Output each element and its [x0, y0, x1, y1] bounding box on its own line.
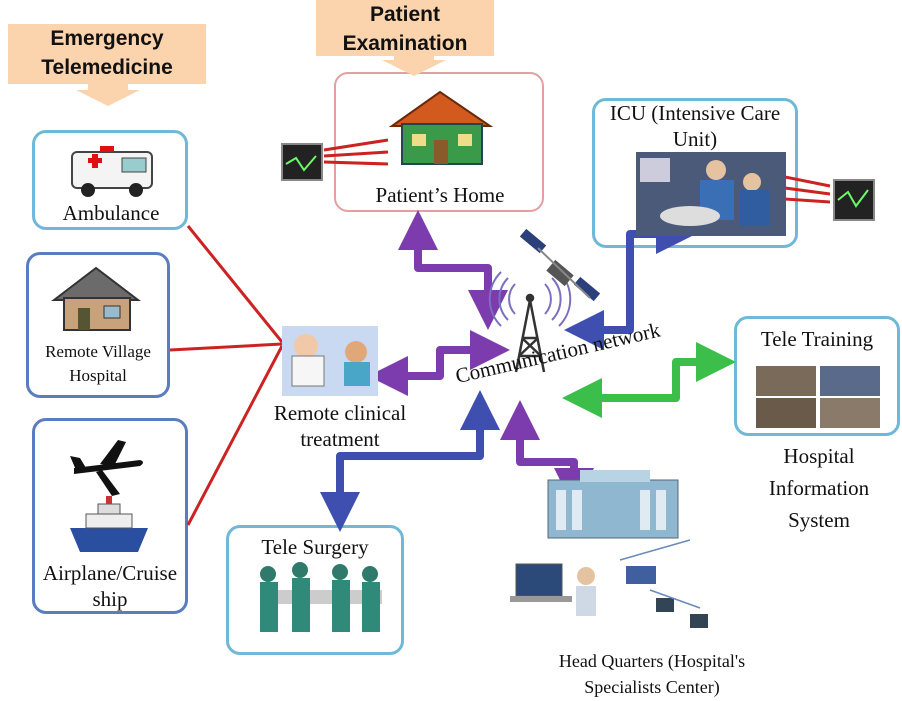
tele-training-label: Tele Training	[760, 327, 874, 351]
patient-home-icon	[388, 90, 494, 165]
icu-label: ICU (Intensive Care Unit)	[609, 101, 781, 151]
emergency-callout-arrow	[76, 84, 140, 106]
his-label: Hospital Information System	[768, 444, 870, 532]
satellite-icon	[519, 228, 601, 302]
emergency-callout	[8, 24, 206, 84]
emergency-callout-label: Emergency Telemedicine	[41, 27, 173, 79]
red-links	[169, 138, 831, 526]
signal-waves	[488, 271, 572, 327]
ambulance-icon	[71, 146, 153, 197]
head-quarters-label: Head Quarters (Hospital's Specialists Ce…	[558, 651, 746, 697]
hospital-building-icon	[547, 470, 679, 539]
antenna-tower-icon	[514, 293, 546, 373]
airplane-label: Airplane/Cruise ship	[42, 561, 178, 611]
airplane-icon	[70, 440, 143, 496]
house-icon	[51, 266, 141, 331]
home-arrow	[398, 210, 492, 306]
computer-station-icon	[510, 539, 708, 628]
examination-callout-label: Patient Examination	[342, 3, 468, 55]
surgery-icon	[260, 562, 382, 632]
icu-photo	[636, 152, 786, 236]
training-photos	[756, 366, 880, 428]
green-arrow	[562, 342, 736, 418]
purple-arrows	[368, 210, 594, 508]
ambulance-label: Ambulance	[62, 201, 160, 225]
remote-clinical-label: Remote clinical treatment	[273, 401, 407, 451]
monitor-icon	[281, 143, 875, 221]
tele-surgery-label: Tele Surgery	[261, 535, 369, 559]
doctor-patient-icon	[282, 326, 378, 396]
examination-callout	[316, 0, 494, 56]
ship-icon	[70, 496, 148, 552]
examination-callout-arrow	[382, 56, 446, 76]
patients-home-label: Patient’s Home	[375, 183, 505, 207]
remote-village-label: Remote Village Hospital	[45, 342, 151, 385]
